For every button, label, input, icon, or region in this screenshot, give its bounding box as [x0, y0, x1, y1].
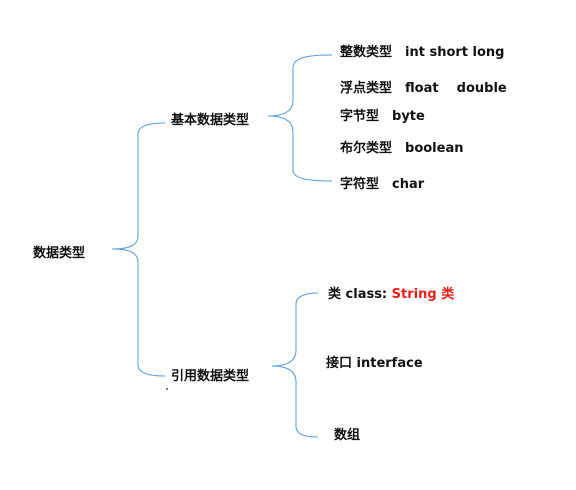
leaf-name: 字符型 [340, 177, 380, 192]
leaf-integer-types: 整数类型 int short long [340, 45, 505, 61]
reference-brace [271, 292, 319, 438]
leaf-name: 类 class: [328, 287, 392, 302]
leaf-name: 布尔类型 [340, 141, 393, 156]
leaf-interface-type: 接口 interface [326, 356, 423, 371]
leaf-detail: byte [392, 109, 425, 124]
leaf-detail: char [392, 177, 425, 192]
leaf-float-types: 浮点类型 float double [340, 81, 507, 97]
branch-primitive-types: 基本数据类型 [171, 113, 250, 128]
root-brace [111, 122, 166, 377]
root-node: 数据类型 [33, 246, 86, 261]
leaf-boolean-type: 布尔类型 boolean [340, 141, 463, 157]
leaf-byte-type: 字节型 byte [340, 109, 425, 125]
leaf-highlight: String 类 [391, 287, 455, 302]
primitive-brace [267, 54, 333, 182]
leaf-name: 浮点类型 [340, 81, 393, 96]
branch-reference-types: 引用数据类型 [171, 369, 250, 384]
leaf-name: 字节型 [340, 109, 380, 124]
leaf-detail: int short long [405, 45, 505, 60]
leaf-class-type: 类 class: String 类 [328, 287, 454, 303]
leaf-name: 整数类型 [340, 45, 393, 60]
leaf-detail: float double [405, 81, 507, 96]
leaf-char-type: 字符型 char [340, 177, 424, 193]
leaf-detail: boolean [405, 141, 464, 156]
leaf-array-type: 数组 [334, 428, 361, 443]
stray-dot [166, 388, 168, 390]
